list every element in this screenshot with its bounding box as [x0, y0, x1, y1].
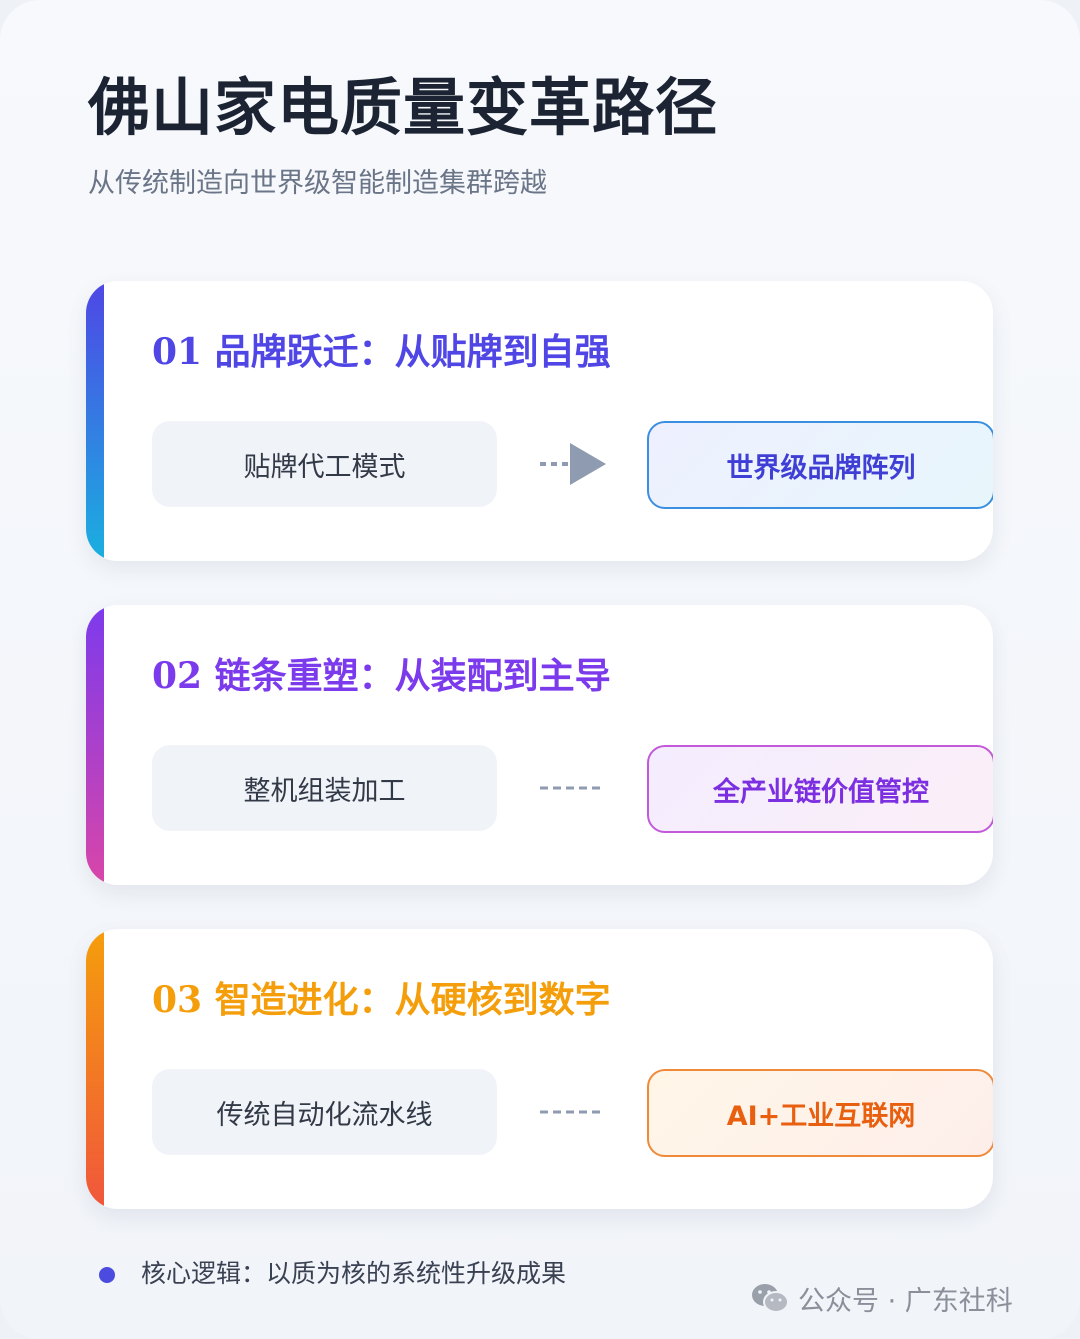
accent-bar [86, 929, 118, 1209]
to-state-label: 全产业链价值管控 [713, 776, 929, 808]
from-state-box: 整机组装加工 [152, 745, 497, 831]
dashed-arrow-icon [540, 443, 606, 485]
watermark: 公众号 · 广东社科 [750, 1278, 1013, 1318]
from-state-label: 整机组装加工 [243, 775, 406, 807]
to-state-label: AI+工业互联网 [726, 1100, 916, 1132]
wechat-icon [752, 1284, 789, 1313]
from-state-label: 传统自动化流水线 [216, 1099, 433, 1131]
dashed-line-icon [540, 786, 600, 790]
watermark-text: 公众号 · 广东社科 [798, 1285, 1013, 1317]
to-state-box: 世界级品牌阵列 [647, 421, 993, 509]
page-subtitle: 从传统制造向世界级智能制造集群跨越 [88, 168, 547, 199]
bullet-dot [99, 1267, 115, 1283]
card-heading: 02 链条重塑：从装配到主导 [152, 655, 611, 697]
from-state-box: 贴牌代工模式 [152, 421, 497, 507]
page-title: 佛山家电质量变革路径 [88, 71, 719, 144]
accent-bar [86, 281, 118, 561]
accent-bar [86, 605, 118, 885]
from-state-label: 贴牌代工模式 [243, 451, 406, 483]
path-card-brand: 01 品牌跃迁：从贴牌到自强 贴牌代工模式 世界级品牌阵列 [86, 281, 993, 561]
card-heading: 03 智造进化：从硬核到数字 [152, 979, 611, 1021]
path-card-smart: 03 智造进化：从硬核到数字 传统自动化流水线 AI+工业互联网 [86, 929, 993, 1209]
dashed-line-icon [540, 1110, 600, 1114]
to-state-box: AI+工业互联网 [647, 1069, 993, 1157]
from-state-box: 传统自动化流水线 [152, 1069, 497, 1155]
path-card-chain: 02 链条重塑：从装配到主导 整机组装加工 全产业链价值管控 [86, 605, 993, 885]
to-state-label: 世界级品牌阵列 [726, 452, 916, 484]
core-logic-note: 核心逻辑：以质为核的系统性升级成果 [141, 1259, 567, 1288]
card-heading: 01 品牌跃迁：从贴牌到自强 [152, 331, 611, 373]
to-state-box: 全产业链价值管控 [647, 745, 993, 833]
